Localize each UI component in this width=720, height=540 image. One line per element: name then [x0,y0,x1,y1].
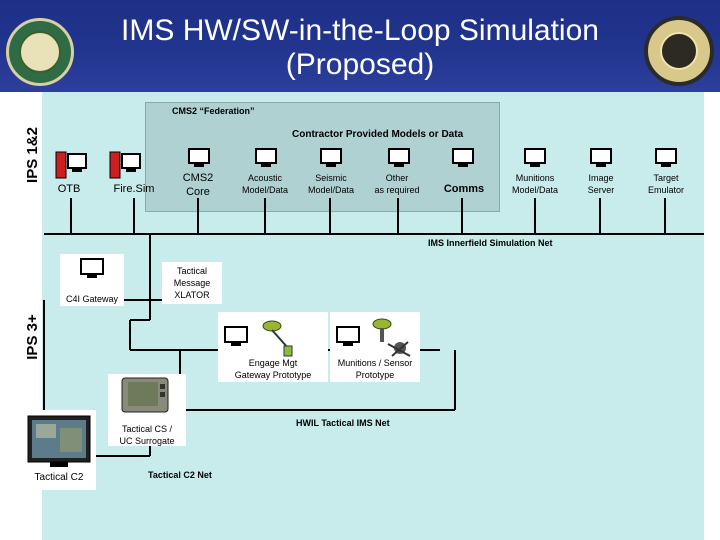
image-server-label-2: Server [587,185,615,195]
munitions-monitor-icon [524,148,546,167]
cms2-monitor-icon [188,148,210,167]
otb-server-icon [55,151,87,179]
acoustic-monitor-icon [255,148,277,167]
title-banner [0,0,720,92]
c2-net-label: Tactical C2 Net [148,470,212,480]
federation-label: CMS2 “Federation” [172,106,255,116]
munsensor-device-icon [372,318,411,357]
hwil-net-label: HWIL Tactical IMS Net [296,418,390,428]
engage-monitor-icon [224,326,248,346]
contractor-label: Contractor Provided Models or Data [292,129,464,140]
munitions-label-1: Munitions [515,173,555,183]
seismic-label-1: Seismic [315,173,347,183]
otb-label: OTB [57,183,81,195]
engage-label-1: Engage Mgt [248,358,298,368]
acoustic-label-2: Model/Data [241,185,289,195]
xlator-box [162,262,222,304]
target-emulator-label-1: Target [653,173,679,183]
firesim-label: Fire.Sim [113,183,155,195]
firesim-server-icon [109,151,141,179]
tacs-label-1: Tactical CS / [121,424,172,434]
c4i-monitor-icon [80,258,104,278]
target-emulator-monitor-icon [655,148,677,167]
xlator-label-1: Tactical [176,266,207,276]
right-seal-center-icon [660,32,698,70]
other-label-2: as required [374,185,420,195]
munitions-label-2: Model/Data [511,185,559,195]
tacs-label-2: UC Surrogate [119,436,175,446]
c4i-gateway-label: C4I Gateway [65,294,119,304]
tac-c2-label: Tactical C2 [34,472,84,483]
xlator-label-3: XLATOR [174,290,210,300]
other-label-1: Other [385,173,409,183]
cms2-core-label-1: CMS2 [182,172,214,184]
seismic-label-2: Model/Data [307,185,355,195]
munsensor-label-2: Prototype [355,370,395,380]
comms-label: Comms [443,183,485,195]
cms2-core-label-2: Core [186,186,210,198]
tacs-tablet-icon [121,377,169,413]
xlator-label-2: Message [173,278,211,288]
page-title-line2: (Proposed) [285,48,435,81]
munsensor-label-1: Munitions / Sensor [337,358,413,368]
comms-monitor-icon [452,148,474,167]
right-seal-logo-icon [644,16,714,86]
image-server-monitor-icon [590,148,612,167]
page-title-line1: IMS HW/SW-in-the-Loop Simulation [121,14,599,47]
left-seal-center-icon [19,31,61,73]
tac-c2-monitor-icon [27,415,91,467]
other-monitor-icon [388,148,410,167]
munsensor-monitor-icon [336,326,360,346]
engage-sensor-icon [262,320,293,357]
engage-label-2: Gateway Prototype [234,370,312,380]
left-seal-logo-icon [6,18,74,86]
image-server-label-1: Image [588,173,614,183]
target-emulator-label-2: Emulator [647,185,684,195]
acoustic-label-1: Acoustic [247,173,282,183]
innerfield-net-label: IMS Innerfield Simulation Net [428,238,553,248]
seismic-monitor-icon [320,148,342,167]
